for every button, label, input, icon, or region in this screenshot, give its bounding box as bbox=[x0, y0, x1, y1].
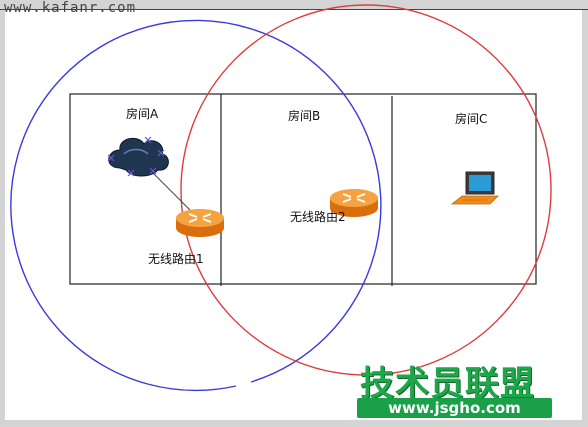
router2-icon bbox=[330, 189, 378, 217]
laptop-icon bbox=[450, 171, 499, 205]
cloud-icon bbox=[107, 136, 169, 177]
router1-icon bbox=[176, 209, 224, 237]
brand-url: www.jsgho.com bbox=[357, 398, 552, 418]
brand-logo-text: 技术员联盟 bbox=[360, 364, 535, 404]
router1-coverage-circle bbox=[10, 19, 382, 392]
top-border-line bbox=[0, 9, 588, 10]
room-c-label: 房间C bbox=[455, 112, 488, 126]
room-a-label: 房间A bbox=[126, 107, 159, 121]
watermark-top: www.kafanr.com bbox=[4, 0, 137, 16]
slide-canvas bbox=[5, 10, 582, 420]
router2-coverage-circle bbox=[180, 4, 552, 376]
cloud-router-link bbox=[149, 169, 191, 211]
room-b-label: 房间B bbox=[288, 109, 321, 123]
router1-label: 无线路由1 bbox=[148, 252, 204, 266]
router2-label: 无线路由2 bbox=[290, 210, 346, 224]
rooms-frame bbox=[69, 93, 537, 285]
